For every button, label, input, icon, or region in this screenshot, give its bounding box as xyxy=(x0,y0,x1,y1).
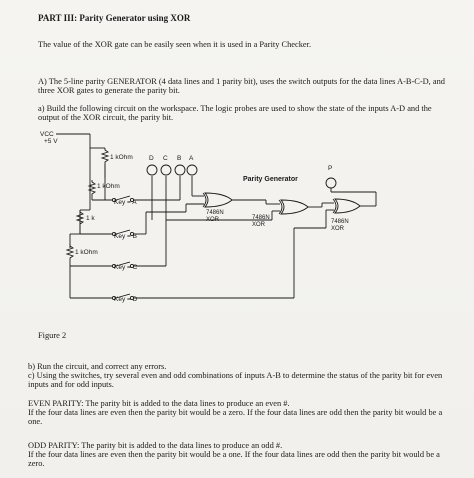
vcc-label: VCC xyxy=(40,131,54,138)
probe-b xyxy=(174,164,186,176)
switch-c-label: Key = C xyxy=(114,264,138,271)
probe-p-label: P xyxy=(328,165,332,172)
xor-gate-2 xyxy=(278,199,283,215)
section-a-line2: three XOR gates to generate the parity b… xyxy=(38,86,180,95)
svg-text:7486N: 7486N xyxy=(331,219,349,225)
even-parity-line2: If the four data lines are even then the… xyxy=(28,408,443,417)
gate-label-3: 7486N XOR xyxy=(331,219,349,232)
part-heading: PART III: Parity Generator using XOR xyxy=(38,13,191,23)
probe-d xyxy=(146,164,158,176)
switch-d-label: Key = D xyxy=(114,296,138,303)
svg-text:XOR: XOR xyxy=(331,226,345,232)
odd-parity-line2: If the four data lines are even then the… xyxy=(28,450,440,459)
switch-b-label: Key = B xyxy=(114,233,137,240)
resistor-1-label: 1 kOhm xyxy=(110,154,133,161)
even-parity-line3: one. xyxy=(28,417,43,426)
resistor-4-symbol xyxy=(65,244,75,260)
odd-parity-line1: ODD PARITY: The parity bit is added to t… xyxy=(28,441,283,450)
step-c-line1: c) Using the switches, try several even … xyxy=(28,371,443,380)
switch-a-label: Key = A xyxy=(114,199,137,206)
figure-caption: Figure 2 xyxy=(38,331,67,340)
step-a-line2: output of the XOR circuit, the parity bi… xyxy=(38,113,174,122)
step-b-text: b) Run the circuit, and correct any erro… xyxy=(28,362,167,371)
probe-a-label: A xyxy=(189,155,194,162)
resistor-2-label: 1 kOhm xyxy=(97,183,120,190)
resistor-1-symbol xyxy=(100,148,110,164)
step-c-line2: inputs and for odd inputs. xyxy=(28,380,114,389)
circuit-title: Parity Generator xyxy=(243,176,298,183)
resistor-3-label: 1 k xyxy=(86,215,95,222)
svg-text:7486N: 7486N xyxy=(252,215,270,221)
section-a-line1: A) The 5-line parity GENERATOR (4 data l… xyxy=(38,77,445,86)
intro-text: The value of the XOR gate can be easily … xyxy=(38,40,312,49)
svg-text:XOR: XOR xyxy=(206,217,220,223)
gate-label-2: 7486N XOR xyxy=(252,215,270,228)
probe-c xyxy=(160,164,172,176)
probe-p xyxy=(325,177,337,189)
xor-gate-1 xyxy=(202,192,207,208)
resistor-3-symbol xyxy=(75,210,85,226)
vcc-value: +5 V xyxy=(44,138,58,145)
step-a-line1: a) Build the following circuit on the wo… xyxy=(38,104,432,113)
gate-label-1: 7486N XOR xyxy=(206,210,224,223)
odd-parity-line3: zero. xyxy=(28,459,45,468)
resistor-4-label: 1 kOhm xyxy=(75,249,98,256)
even-parity-line1: EVEN PARITY: The parity bit is added to … xyxy=(28,399,290,408)
svg-text:7486N: 7486N xyxy=(206,210,224,216)
probe-c-label: C xyxy=(163,155,168,162)
probe-a xyxy=(186,164,198,176)
xor-gate-3 xyxy=(332,198,337,214)
parity-generator-circuit: VCC +5 V 1 kOhm 1 kOhm 1 k 1 kOhm D C B … xyxy=(40,131,377,303)
svg-text:XOR: XOR xyxy=(252,222,266,228)
probe-b-label: B xyxy=(177,155,181,162)
probe-d-label: D xyxy=(149,155,154,162)
resistor-2-symbol xyxy=(87,180,97,196)
